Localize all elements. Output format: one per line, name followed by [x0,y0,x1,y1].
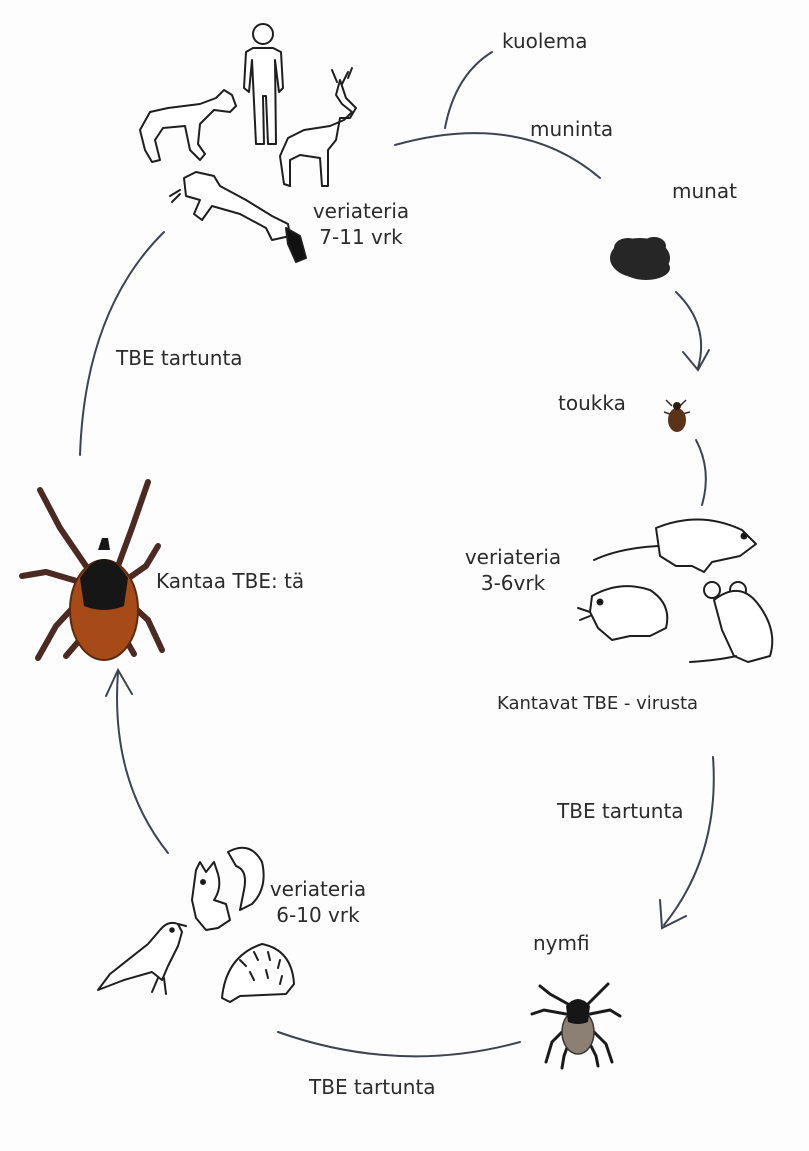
cycle-line-right-lower [664,757,714,925]
cycle-line-bottom [278,1032,520,1056]
label-nymph: nymfi [533,930,590,956]
death-branch-line [445,52,492,128]
cycle-line-eggs-to-larva [676,292,701,368]
egg-cluster-icon [610,237,670,280]
cycle-line-left-upper [80,232,164,455]
deer-icon [280,68,356,186]
human-icon [244,24,283,144]
larva-tick-icon [664,400,690,432]
label-carries-tbe: Kantaa TBE: tä [156,568,304,594]
cycle-line-larva-to-hosts [696,440,706,505]
arrowhead-larva [683,350,709,370]
bird-icon [98,923,186,994]
cycle-line-left-lower [117,672,168,853]
label-nymph-blood-meal: veriateria 6-10 vrk [262,876,374,928]
label-tbe-infection-left: TBE tartunta [116,345,243,371]
vole-icon [578,586,667,640]
label-tbe-infection-bottom: TBE tartunta [309,1074,436,1100]
label-nymph-blood-meal-duration: 6-10 vrk [262,902,374,928]
label-larva-blood-meal-duration: 3-6vrk [458,570,568,596]
rat-icon [594,519,756,572]
label-larva-blood-meal-title: veriateria [458,544,568,570]
squirrel-icon [192,848,264,930]
label-death: kuolema [502,28,587,54]
label-larva-blood-meal: veriateria 3-6vrk [458,544,568,596]
mouse-icon [690,582,772,662]
label-adult-blood-meal-title: veriateria [306,198,416,224]
label-larva: toukka [558,390,626,416]
label-nymph-blood-meal-title: veriateria [262,876,374,902]
label-egg-laying: muninta [530,116,613,142]
label-tbe-infection-right: TBE tartunta [557,798,684,824]
fox-icon [140,90,236,162]
label-eggs: munat [672,178,737,204]
arrowhead-adult [106,670,132,696]
nymph-tick-icon [532,984,620,1068]
hedgehog-icon [222,944,294,1002]
adult-tick-icon [22,482,162,660]
label-adult-blood-meal-duration: 7-11 vrk [306,224,416,250]
label-adult-blood-meal: veriateria 7-11 vrk [306,198,416,250]
label-hosts-carry-tbe: Kantavat TBE - virusta [497,691,698,717]
